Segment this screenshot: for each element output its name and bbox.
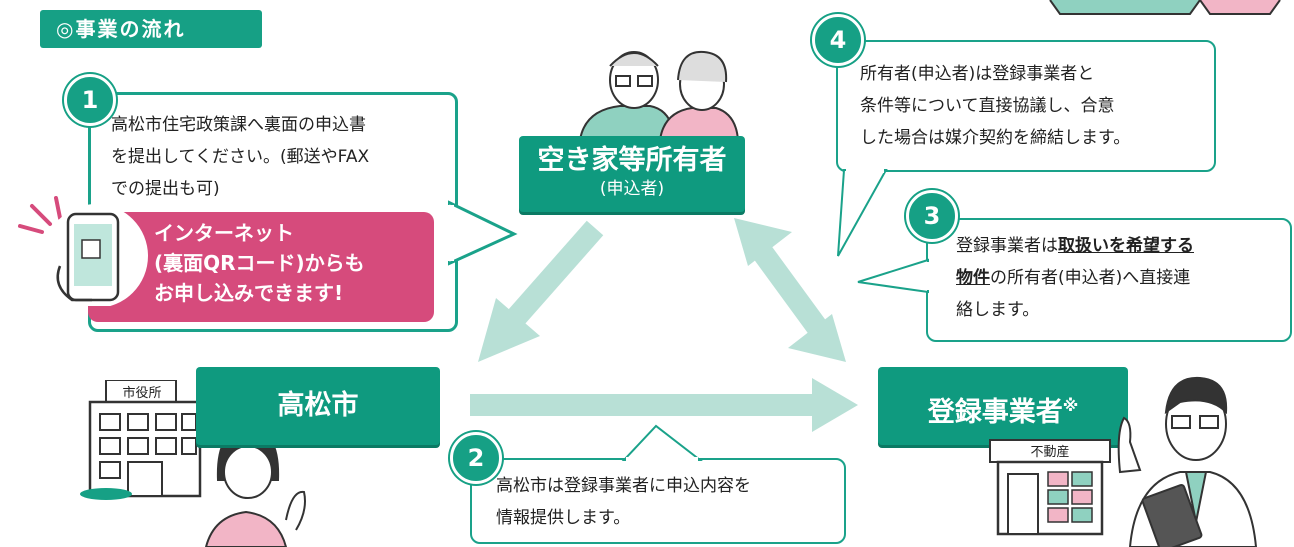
- step3-line3: 絡します。: [956, 300, 1040, 320]
- step4-line2: 条件等について直接協議し、合意: [860, 96, 1115, 116]
- operator-node: 登録事業者※: [878, 367, 1128, 445]
- step1-line3: での提出も可): [111, 179, 220, 199]
- arrow-owner-operator: [743, 231, 837, 349]
- real-estate-sign: 不動産: [1030, 445, 1070, 460]
- step1-number-badge: 1: [64, 74, 116, 126]
- step2-callout-tail: [621, 424, 703, 462]
- step4-number-badge: 4: [812, 14, 864, 66]
- step2-line2: 情報提供します。: [496, 508, 631, 528]
- arrow-owner-to-city: [496, 220, 604, 338]
- step4-line1: 所有者(申込者)は登録事業者と: [860, 64, 1095, 84]
- operator-title: 登録事業者: [927, 397, 1063, 428]
- banner-line3: お申し込みできます!: [154, 281, 344, 305]
- step3-callout: 登録事業者は取扱いを希望する 物件の所有者(申込者)へ直接連 絡します。: [926, 218, 1292, 342]
- banner-line1: インターネット: [154, 221, 294, 245]
- real-estate-shop-illustration: [989, 439, 1111, 536]
- step1-callout-tail: [448, 200, 518, 266]
- banner-line2-bold: (裏面QRコード): [154, 251, 305, 275]
- step1-line1: 高松市住宅政策課へ裏面の申込書: [111, 115, 366, 135]
- step2-line1: 高松市は登録事業者に申込内容を: [496, 476, 751, 496]
- owners-illustration: [578, 50, 740, 140]
- step2-callout: 高松市は登録事業者に申込内容を 情報提供します。: [470, 458, 846, 544]
- decorative-corner-illustration: [1049, 0, 1281, 15]
- step3-callout-tail: [857, 258, 930, 294]
- step1-line2: を提出してください。(郵送やFAX: [111, 147, 370, 167]
- step4-callout-tail: [837, 168, 888, 257]
- section-title: ◎事業の流れ: [40, 10, 262, 48]
- city-hall-illustration: [80, 380, 202, 500]
- step4-line3: した場合は媒介契約を締結します。: [860, 128, 1131, 148]
- step3-emphasis2: 物件: [956, 268, 990, 288]
- step3-emphasis1: 取扱いを希望する: [1058, 236, 1194, 256]
- owner-subtitle: (申込者): [599, 179, 665, 199]
- step3-mid: の所有者(申込者)へ直接連: [990, 268, 1191, 288]
- city-node: 高松市: [196, 367, 440, 445]
- step3-number-badge: 3: [906, 190, 958, 242]
- operator-note-mark: ※: [1062, 396, 1079, 415]
- smartphone-icon: [18, 196, 148, 306]
- owner-node: 空き家等所有者 (申込者): [519, 136, 745, 212]
- banner-line2-rest: からも: [304, 251, 365, 275]
- city-title: 高松市: [277, 390, 359, 421]
- step4-callout: 所有者(申込者)は登録事業者と 条件等について直接協議し、合意 した場合は媒介契…: [836, 40, 1216, 172]
- city-hall-sign: 市役所: [122, 386, 162, 401]
- operator-illustration: [1117, 376, 1258, 547]
- step2-number-badge: 2: [450, 432, 502, 484]
- owner-title: 空き家等所有者: [537, 145, 727, 176]
- step3-prefix: 登録事業者は: [956, 236, 1058, 256]
